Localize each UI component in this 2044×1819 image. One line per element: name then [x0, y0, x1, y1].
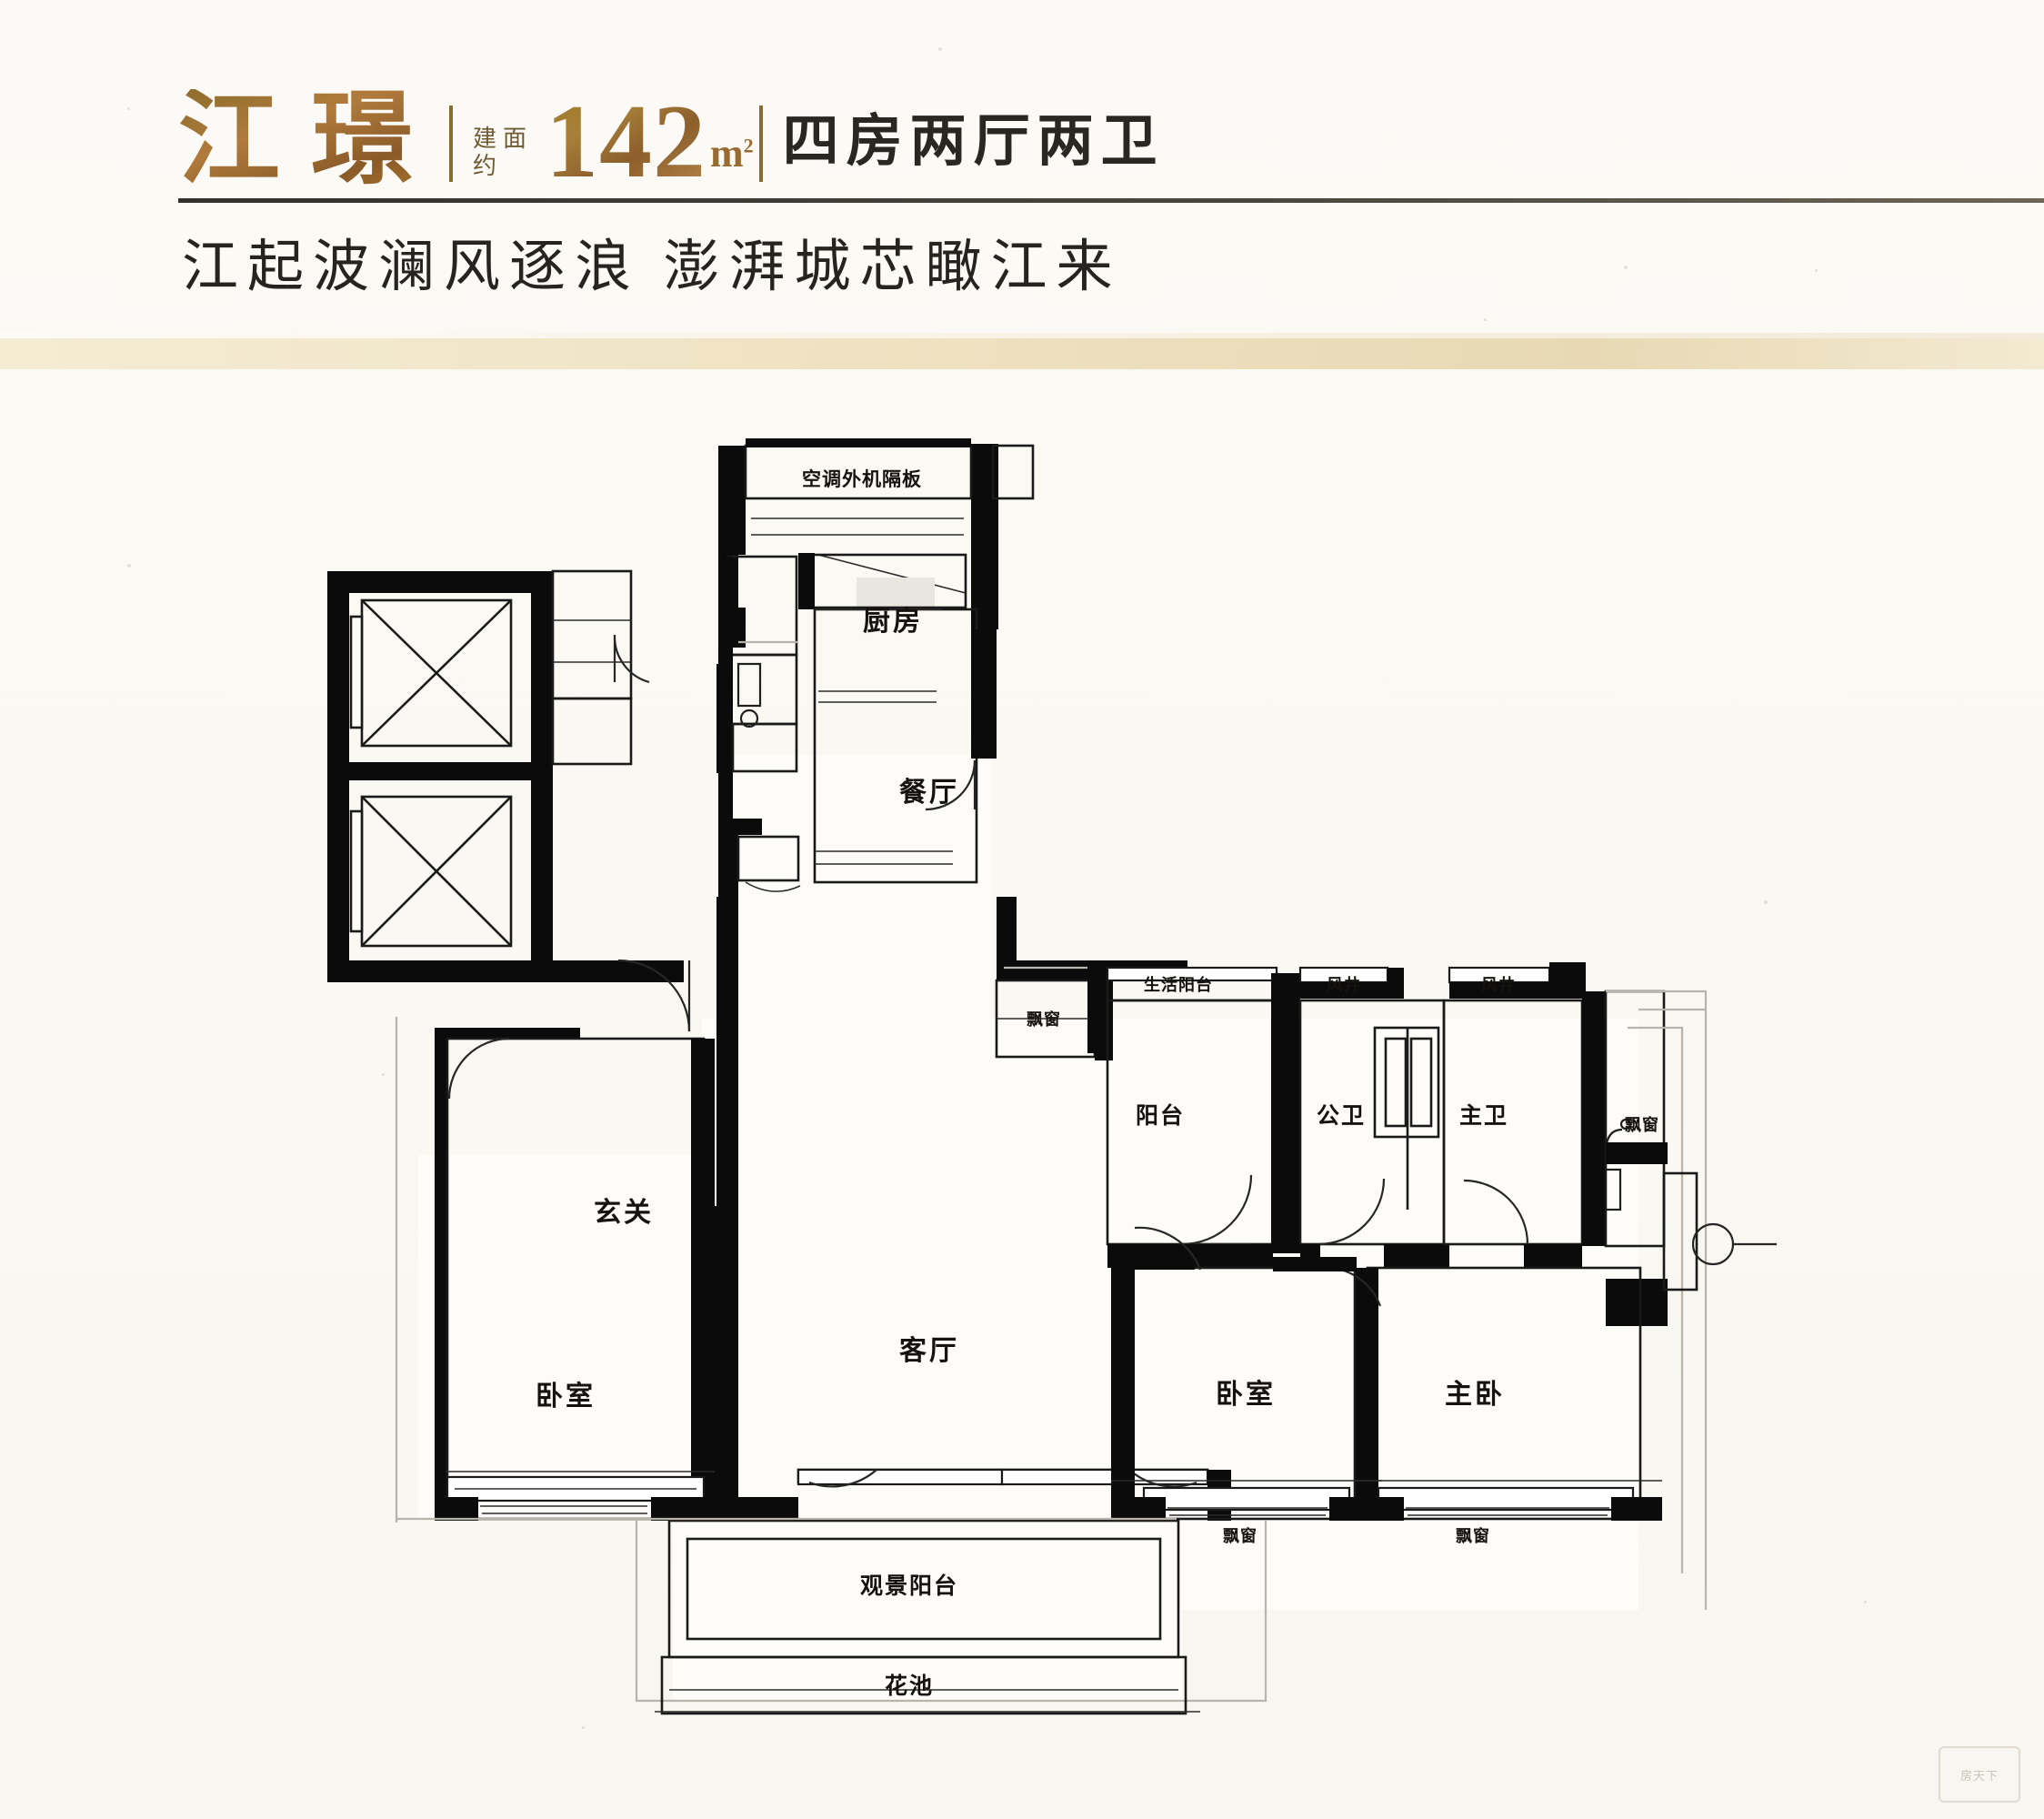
area-prefix: 建面 约 [473, 126, 533, 180]
paper-speck [1484, 318, 1487, 321]
room-label-entry-bay: 飘窗 [1027, 1010, 1061, 1029]
room-label-bay-mid: 飘窗 [1223, 1527, 1257, 1545]
room-label-view-balcony: 观景阳台 [859, 1574, 959, 1599]
paper-speck [582, 1726, 585, 1729]
paper-speck [1864, 1601, 1867, 1603]
layout-divider [758, 106, 763, 182]
subtitle: 江起波澜风逐浪 澎湃城芯瞰江来 [182, 236, 1122, 298]
room-label-flower-bed: 花池 [884, 1674, 935, 1699]
room-label-shower-bay: 飘窗 [1625, 1116, 1659, 1134]
room-label-bedroom-left: 卧室 [536, 1382, 596, 1412]
outer-outline [395, 640, 1706, 1523]
paper-speck [127, 107, 130, 110]
bedroom-mid [1111, 1226, 1382, 1521]
area-number: 142 [546, 84, 707, 201]
room-label-dining: 餐厅 [899, 778, 959, 808]
view-balcony [635, 1519, 1267, 1715]
paper-speck [1764, 900, 1768, 904]
room-label-foyer: 玄关 [594, 1198, 654, 1228]
room-label-shaft-public: 风井 [1327, 976, 1361, 994]
floor-fills [418, 755, 1638, 1701]
elevator-core [327, 569, 650, 982]
area-prefix-line1: 建面 [473, 126, 534, 152]
header-rule [178, 198, 2044, 203]
paper-speck [1815, 269, 1818, 272]
room-label-kitchen: 厨房 [863, 607, 923, 637]
kitchen [718, 553, 997, 900]
bath-master [1442, 962, 1632, 1268]
header: 江璟 建面 约 142 m2 四房两厅两卫 江起波澜风逐浪 澎湃城芯瞰江来 [0, 0, 2044, 382]
floor-plan: .w { fill:#0b0b0b; } /* solid structural… [0, 391, 2044, 1819]
area-prefix-line2: 约 [473, 153, 504, 179]
paper-speck [127, 564, 131, 568]
ac-shelf-zone [718, 438, 1035, 635]
watermark: 房天下 [1939, 1746, 2020, 1803]
room-label-ac-shelf: 空调外机隔板 [802, 468, 922, 490]
bedroom-left [435, 1037, 715, 1521]
room-label-bath-master: 主卫 [1458, 1104, 1509, 1129]
title-divider [449, 106, 453, 182]
bath-public [1298, 966, 1449, 1268]
room-label-balcony-bay: 生活阳台 [1144, 976, 1213, 994]
paper-speck [382, 1073, 385, 1076]
foyer [435, 959, 691, 1519]
room-label-shaft-master: 风井 [1481, 976, 1516, 994]
gold-band-highlight [0, 333, 2044, 339]
paper-speck [1624, 266, 1628, 269]
sill-details [446, 1471, 1662, 1482]
room-label-bedroom-mid: 卧室 [1216, 1380, 1276, 1410]
gold-band [0, 338, 2044, 369]
room-label-bedroom-master: 主卧 [1445, 1380, 1505, 1410]
room-label-balcony: 阳台 [1135, 1104, 1186, 1129]
room-label-bath-public: 公卫 [1316, 1104, 1367, 1129]
floor-plan-drawing: .w { fill:#0b0b0b; } /* solid structural… [327, 438, 1777, 1715]
room-label-bay-master: 飘窗 [1456, 1527, 1490, 1545]
room-label-living: 客厅 [899, 1336, 959, 1366]
corridor-walls [716, 664, 738, 1206]
page-title: 江璟 [178, 84, 444, 196]
title-row: 江璟 建面 约 142 m2 四房两厅两卫 [178, 71, 1165, 201]
area-unit: m2 [710, 131, 754, 176]
paper-speck [938, 47, 942, 51]
layout-description: 四房两厅两卫 [782, 111, 1165, 173]
watermark-text: 房天下 [1959, 1768, 1999, 1783]
